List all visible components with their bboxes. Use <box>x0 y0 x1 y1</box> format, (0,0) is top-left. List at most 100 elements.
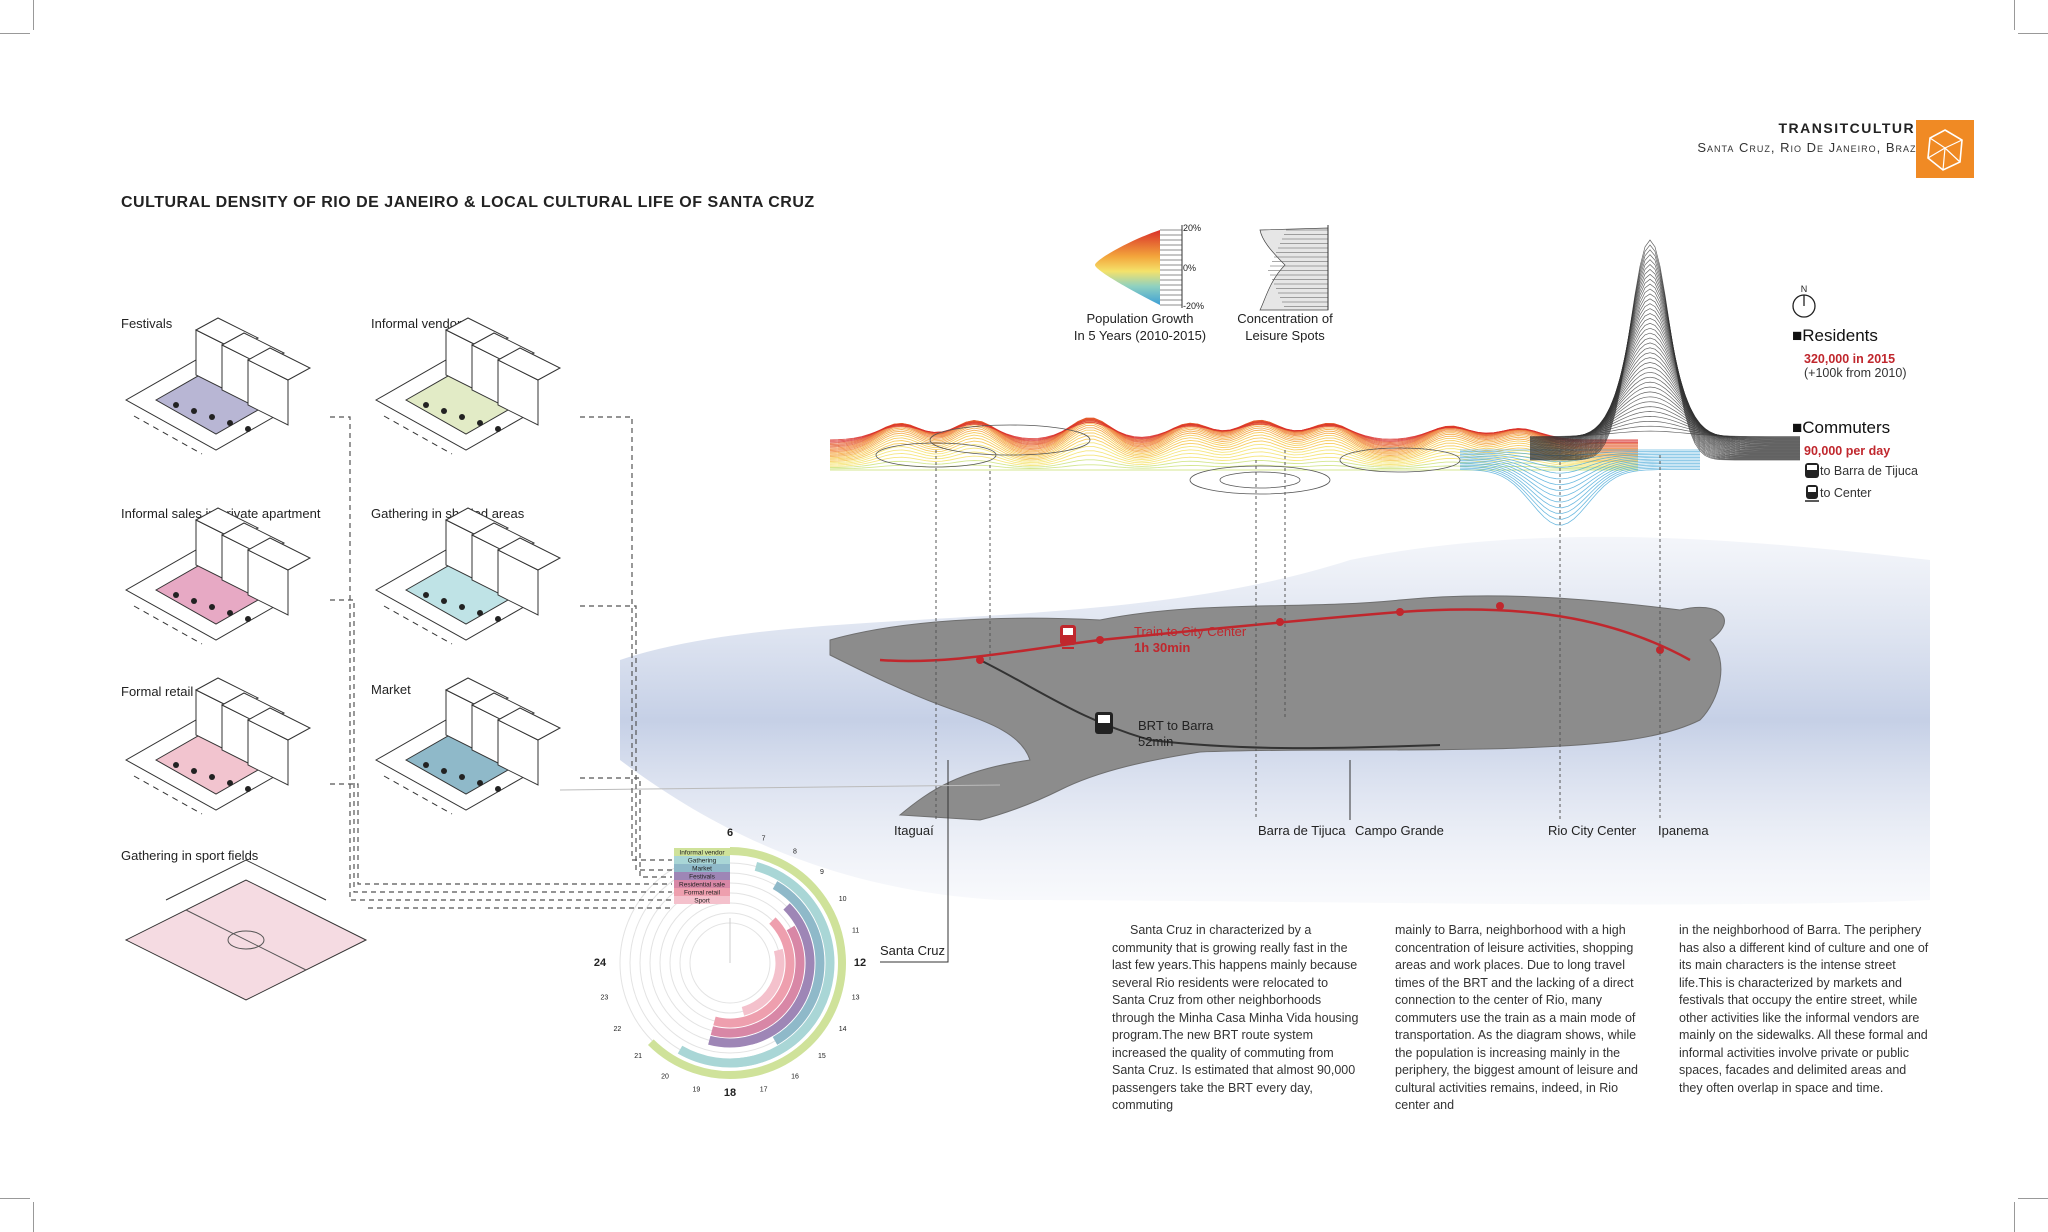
train-icon <box>1060 625 1076 649</box>
clock-tick-label: 18 <box>724 1087 736 1099</box>
body-text-col1: Santa Cruz in characterized by a communi… <box>1112 923 1359 1112</box>
clock-tick-label: 8 <box>793 848 797 855</box>
place-label: Itaguaí <box>894 823 934 838</box>
crop-mark <box>0 33 30 34</box>
legend-scale-mid: 0% <box>1183 263 1197 273</box>
to-center-label: to Center <box>1820 486 1872 500</box>
clock-legend-swatch <box>674 856 730 864</box>
crop-mark <box>2014 1202 2015 1232</box>
clock-tick-label: 11 <box>852 927 859 934</box>
clock-tick-label: 16 <box>791 1074 799 1081</box>
isometric-panel <box>374 507 562 645</box>
clock-legend-swatch <box>674 872 730 880</box>
rio-landmass <box>829 595 1725 821</box>
clock-tick-label: 12 <box>854 957 866 969</box>
place-label: Barra de Tijuca <box>1258 823 1346 838</box>
place-label: Rio City Center <box>1548 823 1637 838</box>
clock-legend-label: Formal retail <box>684 890 721 897</box>
activity-arc <box>708 982 812 1048</box>
crop-mark <box>0 1198 30 1199</box>
clock-tick-label: 19 <box>693 1087 701 1094</box>
clock-tick-label: 22 <box>614 1026 622 1033</box>
residents-value: 320,000 in 2015 <box>1804 352 1896 366</box>
legend-scale-top: 20% <box>1183 223 1202 233</box>
isometric-panel <box>124 859 368 1001</box>
clock-legend-swatch <box>674 864 730 872</box>
brand-name: TRANSITCULTURE <box>1778 120 1926 136</box>
bus-icon <box>1805 463 1819 478</box>
residents-block: ■Residents 320,000 in 2015 (+100k from 2… <box>1792 326 1906 380</box>
clock-tick-label: 24 <box>594 957 607 969</box>
activity-arc <box>710 925 805 1038</box>
panel-label-market: Market <box>371 682 411 697</box>
legend-graphics <box>1095 225 1329 311</box>
route-label-train: Train to City Center <box>1134 624 1247 639</box>
clock-legend-swatch <box>674 880 730 888</box>
residents-delta: (+100k from 2010) <box>1804 366 1907 380</box>
legend-population-caption: Population Growth In 5 Years (2010-2015) <box>1073 311 1207 343</box>
clock-tick-label: 9 <box>820 869 824 876</box>
panel-label-gathering-shaded: Gathering in shaded areas <box>371 506 525 521</box>
residents-heading: ■Residents <box>1792 326 1878 345</box>
clock-legend-swatch <box>674 896 730 904</box>
commuters-value: 90,000 per day <box>1804 444 1891 458</box>
compass-icon: N <box>1792 284 1816 318</box>
to-barra-label: to Barra de Tijuca <box>1820 464 1918 478</box>
crop-mark <box>2014 0 2015 30</box>
brand-logo <box>1916 120 1974 178</box>
isometric-panel <box>124 317 312 455</box>
clock-legend-label: Informal vendor <box>679 850 725 857</box>
commute-row-center: to Center <box>1804 484 1918 502</box>
route-label-train-time: 1h 30min <box>1134 640 1191 655</box>
route-label-brt-time: 52min <box>1138 734 1174 749</box>
clock-tick-label: 21 <box>634 1053 642 1060</box>
brand-block: TRANSITCULTURE Santa Cruz, Rio De Janeir… <box>1697 120 1926 155</box>
residents-label: Residents <box>1802 326 1878 345</box>
clock-tick-label: 17 <box>760 1087 768 1094</box>
activity-arc <box>677 1010 821 1068</box>
clock-legend-label: Residential sale <box>679 882 725 889</box>
logo-mark-icon <box>1927 129 1963 171</box>
activity-arc <box>647 847 846 1079</box>
clock-tick-label: 10 <box>839 896 847 903</box>
clock-legend-swatch <box>674 888 730 896</box>
clock-tick-label: 23 <box>601 995 609 1002</box>
crop-mark <box>33 0 34 30</box>
brand-location: Santa Cruz, Rio De Janeiro, Brazil <box>1697 140 1926 155</box>
commuters-block: ■Commuters 90,000 per day to Barra de Ti… <box>1792 418 1918 502</box>
isometric-panel <box>374 317 562 455</box>
population-legend-swatch <box>1095 230 1160 305</box>
activity-arc <box>713 917 795 1028</box>
page-title: CULTURAL DENSITY OF RIO DE JANEIRO & LOC… <box>121 194 815 211</box>
crop-mark <box>33 1202 34 1232</box>
place-label: Ipanema <box>1658 823 1709 838</box>
commute-row-barra: to Barra de Tijuca <box>1804 462 1918 480</box>
commuters-label: Commuters <box>1802 418 1891 437</box>
train-route <box>879 608 1691 663</box>
crop-mark <box>2018 33 2048 34</box>
crop-mark <box>2018 1198 2048 1199</box>
clock-tick-label: 6 <box>727 827 733 839</box>
activity-arc <box>741 948 785 1016</box>
commuters-heading: ■Commuters <box>1792 418 1891 437</box>
clock-legend-label: Festivals <box>689 874 715 881</box>
panel-label-festivals: Festivals <box>121 316 173 331</box>
panel-label-informal-sales: Informal sales in private apartment <box>121 506 321 521</box>
clock-tick-label: 14 <box>839 1026 847 1033</box>
clock-legend-label: Market <box>692 866 712 873</box>
panel-label-gathering-sport: Gathering in sport fields <box>121 848 259 863</box>
body-text-col3: in the neighborhood of Barra. The periph… <box>1679 923 1929 1095</box>
legend-leisure-caption: Concentration of Leisure Spots <box>1237 311 1333 343</box>
route-label-brt: BRT to Barra <box>1138 718 1214 733</box>
isometric-panel <box>374 677 562 815</box>
body-text-col2: mainly to Barra, neighborhood with a hig… <box>1395 923 1638 1112</box>
clock-tick-label: 15 <box>818 1053 826 1060</box>
clock-legend-label: Gathering <box>688 858 717 865</box>
panel-label-informal-vendor: Informal vendor <box>371 316 462 331</box>
clock-tick-label: 13 <box>852 995 860 1002</box>
clock-tick-label: 20 <box>661 1074 669 1081</box>
brt-route <box>979 659 1441 750</box>
train-icon <box>1805 485 1819 502</box>
isometric-panel <box>124 507 312 645</box>
